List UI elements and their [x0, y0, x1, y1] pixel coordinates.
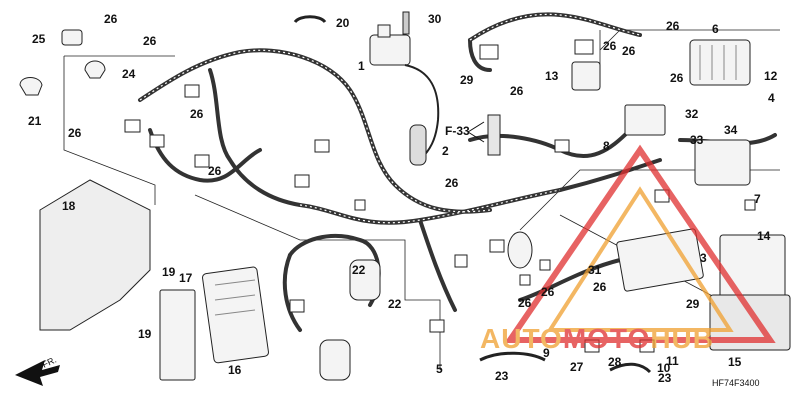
part-label-23b: 23	[658, 371, 672, 385]
band-21	[19, 77, 43, 96]
part-label-7: 7	[754, 192, 761, 206]
part-label-22a: 22	[352, 263, 366, 277]
plug-cap	[409, 124, 427, 166]
part-label-29a: 29	[460, 73, 474, 87]
part-label-26e: 26	[208, 164, 222, 178]
band-24	[84, 60, 106, 79]
part-label-24: 24	[122, 67, 136, 81]
part-label-22b: 22	[388, 297, 402, 311]
part-label-13: 13	[545, 69, 559, 83]
clip-22	[349, 259, 381, 301]
canister	[507, 231, 533, 269]
watermark-triangle-orange	[546, 186, 734, 332]
fuse-box	[689, 39, 751, 86]
svg-text:AUTOMOTOHUB: AUTOMOTOHUB	[480, 323, 714, 354]
diagram-code: HF74F3400	[712, 378, 760, 388]
part-label-19b: 19	[138, 327, 152, 341]
part-label-1: 1	[358, 59, 365, 73]
part-label-27: 27	[570, 360, 584, 374]
part-labels: 1 2 3 4 5 6 7 8 9 10 11 12 13 14 15 16 1…	[28, 12, 778, 385]
part-label-26a: 26	[104, 12, 118, 26]
ecm-16	[202, 266, 269, 364]
part-label-18: 18	[62, 199, 76, 213]
part-label-26d: 26	[190, 107, 204, 121]
part-label-33: 33	[690, 133, 704, 147]
part-label-6: 6	[712, 22, 719, 36]
part-label-10: 10	[657, 361, 671, 375]
ref-part	[487, 114, 501, 156]
part-label-26c: 26	[68, 126, 82, 140]
ref-arrows	[467, 121, 485, 143]
part-label-15: 15	[728, 355, 742, 369]
part-label-26m: 26	[541, 285, 555, 299]
part-label-26l: 26	[518, 296, 532, 310]
part-label-14: 14	[757, 229, 771, 243]
front-arrow: FR.	[15, 355, 60, 386]
part-label-23a: 23	[495, 369, 509, 383]
part-label-26b: 26	[143, 34, 157, 48]
watermark-triangle-red	[504, 144, 776, 343]
part-label-34: 34	[724, 123, 738, 137]
part-label-29b: 29	[686, 297, 700, 311]
bracket	[159, 289, 196, 381]
bolt	[402, 11, 410, 35]
part-label-12: 12	[764, 69, 778, 83]
band-20	[293, 15, 327, 24]
band-23a	[479, 351, 546, 362]
part-label-26i: 26	[622, 44, 636, 58]
module-13	[571, 61, 601, 91]
part-label-28: 28	[608, 355, 622, 369]
components	[19, 11, 791, 381]
ignition-coil	[369, 34, 411, 66]
part-label-16: 16	[228, 363, 242, 377]
side-cover	[39, 179, 151, 331]
fuse-box-33	[694, 139, 751, 186]
part-label-2: 2	[442, 144, 449, 158]
part-label-32: 32	[685, 107, 699, 121]
watermark-word-3: HUB	[650, 323, 714, 354]
part-label-26g: 26	[603, 39, 617, 53]
part-label-5: 5	[436, 362, 443, 376]
watermark: AUTOMOTOHUB	[480, 144, 776, 354]
connector-5	[319, 339, 351, 381]
part-label-31: 31	[588, 263, 602, 277]
ref-label: F-33	[445, 124, 470, 138]
clamp-25	[61, 29, 83, 46]
part-label-26j: 26	[670, 71, 684, 85]
part-label-8: 8	[603, 139, 610, 153]
part-label-26k: 26	[445, 176, 459, 190]
part-label-11: 11	[666, 354, 679, 368]
part-label-30: 30	[428, 12, 442, 26]
part-label-20: 20	[336, 16, 350, 30]
ecu	[616, 228, 704, 292]
part-label-21: 21	[28, 114, 42, 128]
part-label-3: 3	[700, 251, 707, 265]
part-label-4: 4	[768, 91, 775, 105]
part-label-25: 25	[32, 32, 46, 46]
ref-marker: F-33	[445, 121, 485, 143]
watermark-word-2: MOTO	[563, 323, 650, 354]
part-label-17: 17	[179, 271, 193, 285]
band-23b	[609, 362, 652, 374]
watermark-word-1: AUTO	[480, 323, 563, 354]
part-label-26h: 26	[666, 19, 680, 33]
part-label-26n: 26	[593, 280, 607, 294]
part-label-26f: 26	[510, 84, 524, 98]
part-label-9: 9	[543, 346, 550, 360]
relay-block	[624, 104, 666, 136]
ignition-coil-cap	[377, 24, 391, 38]
harness-tape	[139, 13, 641, 224]
plug-lead	[404, 64, 440, 161]
part-label-19a: 19	[162, 265, 176, 279]
